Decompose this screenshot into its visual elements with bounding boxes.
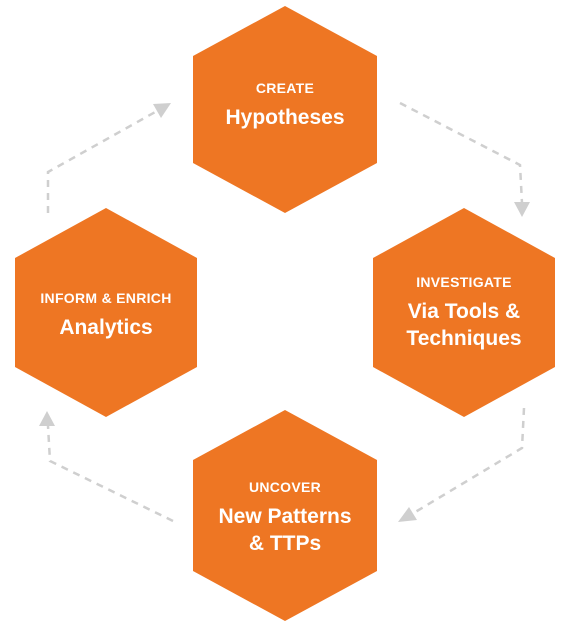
arrow-uncover-to-inform	[39, 411, 174, 523]
stage-uncover-small: UNCOVER	[248, 479, 322, 495]
stage-investigate-title-line2: Techniques	[406, 327, 522, 350]
label-inform: INFORM & ENRICH Analytics	[15, 290, 197, 341]
arrow-create-to-investigate	[399, 101, 530, 217]
arrow-investigate-to-uncover	[398, 407, 526, 522]
label-create: CREATE Hypotheses	[193, 80, 377, 131]
hexagon-create	[193, 6, 377, 213]
stage-uncover-title-line2: & TTPs	[248, 532, 322, 555]
hexagon-inform	[15, 208, 197, 417]
stage-create-title: Hypotheses	[225, 106, 345, 129]
stage-investigate-small: INVESTIGATE	[416, 274, 512, 290]
label-investigate: INVESTIGATE Via Tools & Techniques	[373, 274, 555, 352]
stage-investigate-title: Via Tools & Techniques	[373, 298, 555, 352]
stage-inform-title: Analytics	[59, 316, 153, 339]
arrow-inform-to-create	[46, 103, 171, 213]
label-uncover: UNCOVER New Patterns & TTPs	[193, 479, 377, 557]
stage-investigate-title-line1: Via Tools &	[407, 300, 521, 323]
stage-create-small: CREATE	[255, 80, 315, 96]
stage-uncover-title: New Patterns & TTPs	[193, 503, 377, 557]
stage-uncover-title-line1: New Patterns	[218, 505, 352, 528]
hexagon-uncover	[193, 410, 377, 621]
hexagon-investigate	[373, 208, 555, 417]
stage-inform-small: INFORM & ENRICH	[40, 290, 172, 306]
